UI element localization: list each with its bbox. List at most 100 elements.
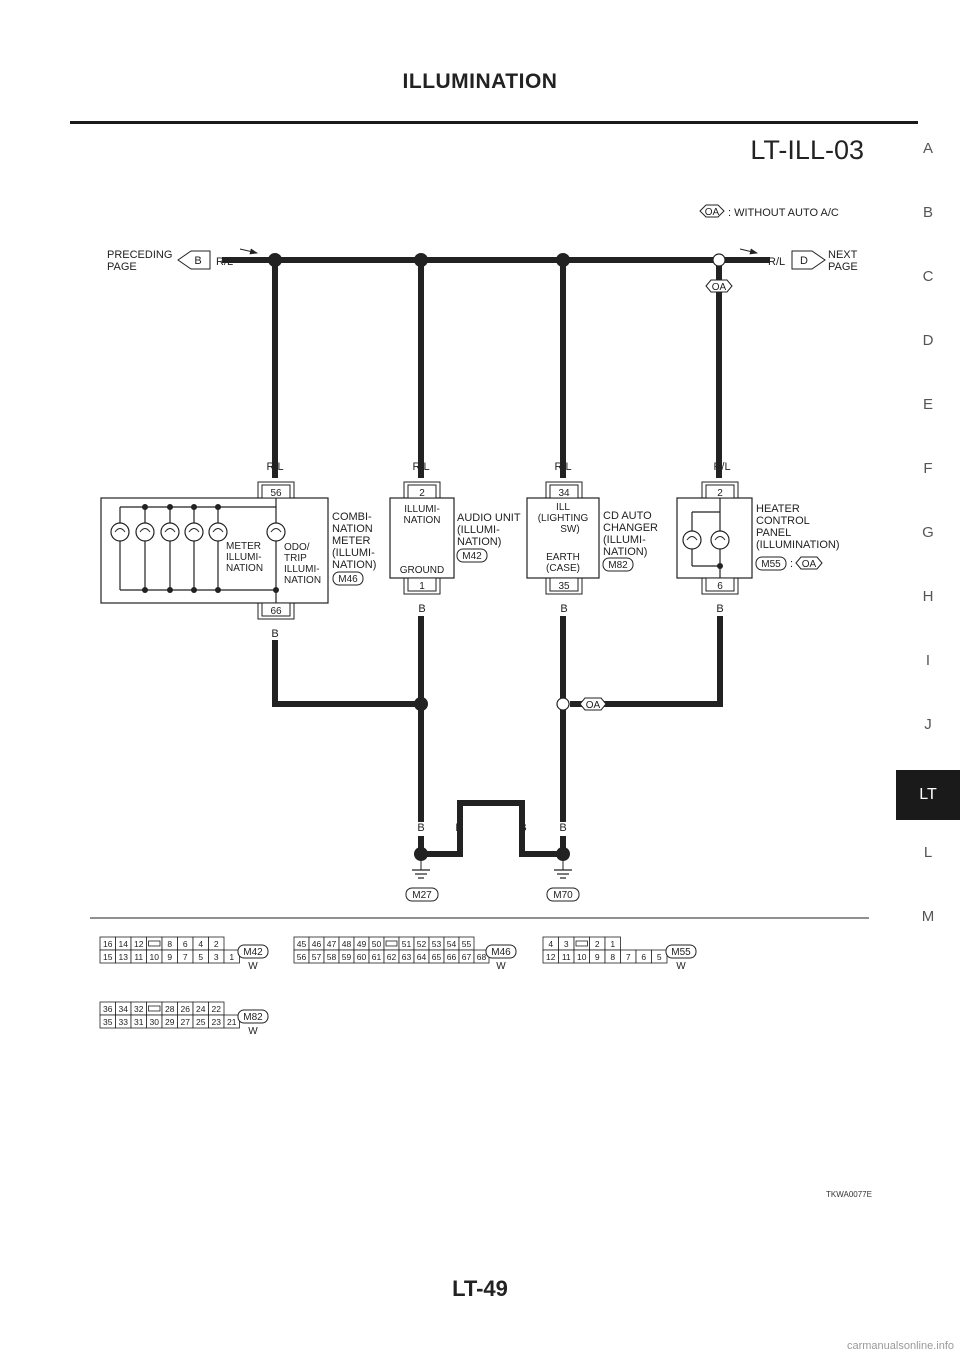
connector-pin-number: 62 <box>387 952 397 962</box>
section-index-e[interactable]: E <box>922 396 933 413</box>
section-index-h[interactable]: H <box>922 588 934 605</box>
connector-pin-number: 2 <box>595 939 600 949</box>
page-number: LT-49 <box>452 1276 508 1301</box>
wire-label-cd-top: R/L <box>554 461 571 473</box>
ground-symbol-icon <box>412 861 430 879</box>
connector-pin-number: 35 <box>103 1017 113 1027</box>
legend: OA : WITHOUT AUTO A/C <box>699 204 839 219</box>
svg-text:M46: M46 <box>338 574 358 585</box>
bulb-icon <box>160 522 180 542</box>
section-index-a[interactable]: A <box>922 140 933 157</box>
page-title: ILLUMINATION <box>402 70 558 93</box>
svg-text:TRIP: TRIP <box>284 553 307 564</box>
heater-pin-top: 2 <box>717 488 723 499</box>
wire-label-heater-top: R/L <box>713 461 730 473</box>
connector-pin-number: 48 <box>342 939 352 949</box>
connector-tag-m82 <box>602 557 634 572</box>
preceding-page-label-1: PRECEDING <box>107 249 172 261</box>
svg-text:HEATER: HEATER <box>756 503 800 515</box>
connector-pin-number: 7 <box>626 952 631 962</box>
section-index-m[interactable]: M <box>921 908 935 925</box>
combi-box <box>100 497 329 604</box>
section-index-j[interactable]: J <box>924 716 932 733</box>
connector-pin-number: 45 <box>297 939 307 949</box>
svg-text::: : <box>790 558 793 570</box>
svg-text:NATION): NATION) <box>457 536 501 548</box>
cd-pin-bottom: 35 <box>558 581 570 592</box>
section-index-l[interactable]: L <box>923 844 933 861</box>
connector-pin-number: 9 <box>167 952 172 962</box>
connector-color: W <box>248 961 258 972</box>
heater-control-panel: 2 6 HEATER CONTROL PANEL (ILLUMINATION) … <box>676 481 840 595</box>
connector-pin-number: 68 <box>477 952 487 962</box>
wire-label-combi-bottom: B <box>271 628 278 640</box>
svg-text:ILLUMI-: ILLUMI- <box>226 552 262 563</box>
watermark-url[interactable]: carmanualsonline.info <box>846 1340 954 1352</box>
audio-pin-bottom: 1 <box>419 581 425 592</box>
header-rule <box>70 121 918 124</box>
wire-label-ground-4: B <box>559 822 566 834</box>
connector-pin-number: 10 <box>150 952 160 962</box>
wire-label-cd-bottom: B <box>560 603 567 615</box>
connector-pin-number: 25 <box>196 1017 206 1027</box>
section-index-c[interactable]: C <box>922 268 934 285</box>
preceding-page-ref: PRECEDING PAGE B R/L <box>107 248 258 273</box>
combi-pin-bottom: 66 <box>270 606 282 617</box>
connector-id-tag <box>237 944 269 959</box>
svg-text:(ILLUMI-: (ILLUMI- <box>457 524 500 536</box>
junction-open <box>712 253 726 267</box>
ground-wire-heater <box>570 616 723 707</box>
svg-text:NATION: NATION <box>284 575 321 586</box>
ground-point <box>414 847 428 861</box>
oa-badge-top-text: OA <box>712 282 727 293</box>
ground-symbol-icon <box>554 861 572 879</box>
preceding-page-flag <box>177 250 211 270</box>
section-index-f[interactable]: F <box>923 460 933 477</box>
connector-pin-number: 54 <box>447 939 457 949</box>
connector-pin-number: 16 <box>103 939 113 949</box>
ground-link-wire <box>421 800 563 857</box>
connector-id-tag <box>665 944 697 959</box>
connector-pin-number: 28 <box>165 1004 175 1014</box>
next-flow-arrow <box>739 248 758 255</box>
connector-pin-number: 3 <box>214 952 219 962</box>
svg-text:ILLUMI-: ILLUMI- <box>404 504 440 515</box>
connector-pin-number: 61 <box>372 952 382 962</box>
audio-unit: 2 1 ILLUMI- NATION GROUND AUDIO UNIT (IL… <box>389 481 521 595</box>
svg-text:METER: METER <box>332 535 371 547</box>
connector-pin-number: 9 <box>595 952 600 962</box>
preceding-flow-arrow <box>239 248 258 255</box>
connector-id: M55 <box>671 947 691 958</box>
connector-color: W <box>496 961 506 972</box>
connector-id: M82 <box>243 1012 263 1023</box>
svg-text:M70: M70 <box>553 890 573 901</box>
connector-pin-number: 58 <box>327 952 337 962</box>
connector-id-tag <box>237 1009 269 1024</box>
connector-pin-number: 5 <box>657 952 662 962</box>
legend-text: : WITHOUT AUTO A/C <box>728 207 839 219</box>
connector-pin-number: 13 <box>119 952 129 962</box>
svg-text:OA: OA <box>802 559 817 570</box>
connector-pin-number: 63 <box>402 952 412 962</box>
connector-pin-number: 57 <box>312 952 322 962</box>
svg-text:PANEL: PANEL <box>756 527 791 539</box>
connector-pin-number: 33 <box>119 1017 129 1027</box>
svg-text:NATION: NATION <box>332 523 373 535</box>
section-index-b[interactable]: B <box>922 204 933 221</box>
connector-pin-number: 60 <box>357 952 367 962</box>
section-index-d[interactable]: D <box>922 332 934 349</box>
connector-color: W <box>676 961 686 972</box>
cd-pin-top: 34 <box>558 488 570 499</box>
section-index-g[interactable]: G <box>922 524 934 541</box>
section-index-i[interactable]: I <box>925 652 931 669</box>
bulb-icon <box>135 522 155 542</box>
section-index-lt-active[interactable]: LT <box>896 770 960 820</box>
bulb-icon <box>710 530 730 550</box>
next-page-label-2: PAGE <box>828 261 858 273</box>
connector-pin-number: 32 <box>134 1004 144 1014</box>
connector-pin-number: 56 <box>297 952 307 962</box>
bulb-icon <box>682 530 702 550</box>
